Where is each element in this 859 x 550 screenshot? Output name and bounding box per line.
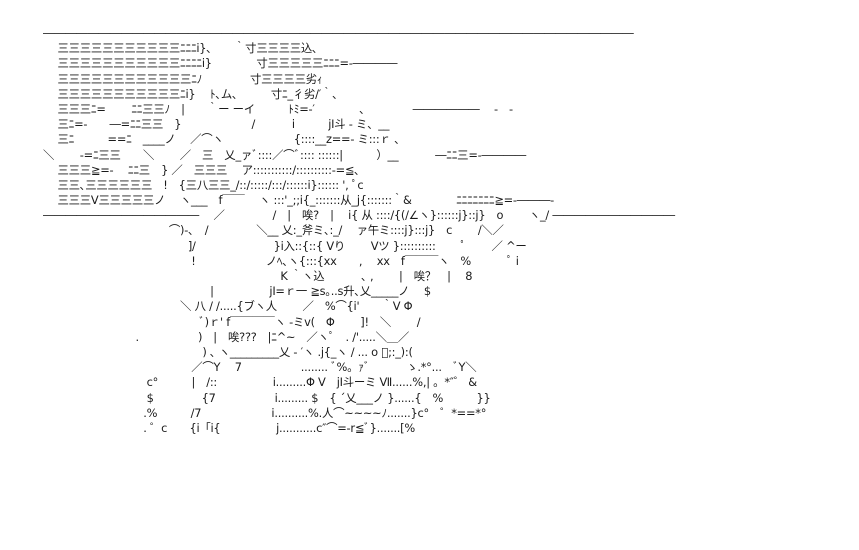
ascii-art-line: ＼ -=ﾆ三三 ＼ ／ 三 乂_ァﾞ::::／⌒ﾞ:::: ::::::| ）_… — [43, 147, 527, 162]
ascii-art-line: . ) | 唉??? |ﾆ^~ ／ヽﾟ . /'.....＼＿／ — [43, 329, 410, 344]
ascii-art-line: ) ､ ヽ_________乂 - ′ヽ .j{_ヽ / ... o ゚;:_)… — [43, 344, 413, 359]
ascii-art-line: .% /7 i..........%.人⌒~~~~ﾉ.......}c° ゜*=… — [43, 405, 487, 420]
ascii-art-line: | jI=ｒ一 ≧s｡..s升､乂_____ノ $ — [43, 284, 431, 299]
ascii-art-line: 三三三V三三三三三ノ ヽ___ f￣￣ ヽ :::'_;;i{_:::::::从… — [43, 193, 555, 208]
ascii-art-line: 三三三三三三三三三三三三ﾆﾉ 寸三三三三劣ｨ — [43, 71, 323, 86]
ascii-art-line: c° | /:: i.........Φ V jI斗ーミ Ⅶ......%,| … — [43, 375, 478, 390]
ascii-art: ――――――――――――――――――――――――――――――――――――――――… — [43, 26, 675, 436]
ascii-art-line: ――――――――――――――――――――――――――――――――――――――――… — [43, 26, 634, 40]
ascii-art-line: 三三三三三三三三三三三ﾆﾆﾆi}､ ｀寸三三三三込､ — [43, 41, 318, 56]
ascii-art-line: ! ノﾍ､ヽ{:::{xx , xx f￣￣￣ヽ % ﾟ i — [43, 253, 519, 268]
ascii-art-line: ―――――――――――――― ／ / | 唉? | i{ 从 ::::/{(/∠… — [43, 208, 675, 223]
ascii-art-line: ／⌒Y 7 ........ ﾞ%。ｧﾞ ゝ.*°... ﾞY＼ — [43, 360, 477, 375]
ascii-art-line: ⌒)-､ / ＼__ 乂:_斧ミ､:_/ ァ午ミ::::j}:::j} c /＼… — [43, 223, 504, 238]
ascii-art-line: ﾞ)ｒ' f￣￣￣￣ヽ -ミv( Φ ]! ＼ / — [43, 314, 421, 329]
ascii-art-line: ＼ 八 / /.....{ブヽ人 ／ %⌒{i' ｀V Φ — [43, 299, 413, 314]
ascii-art-line: 三三三三三三三三三三三ﾆi} ﾄ､ム､ 寸ﾆ_彳劣/′｀､ — [43, 86, 338, 101]
ascii-art-line: 三三､三三三三三三 ! {三八三三_/::/:::::/:::/::::::i}… — [43, 177, 364, 192]
ascii-art-line: ]/ }i入::{::{ Vり Vツ }:::::::::: ﾟ ／ ^ー — [43, 238, 527, 253]
ascii-art-line: 三三三ﾆ= ﾆﾆ三三ﾉ | ｀ー ーイ ﾄﾐ=-′ ､ ―――――― - - — [43, 101, 514, 116]
ascii-art-line: 三三三三三三三三三三三ﾆﾆﾆﾆi} 寸三三三三三ﾆﾆﾆ=-―――― — [43, 56, 398, 71]
ascii-art-line: 三ﾆ ==ﾆ ____ノ ／⌒ヽ {::::__z==- ミ:::ｒ 、 — [43, 132, 406, 147]
ascii-art-line: $ {7 i......... $ { ´乂___ノ }......{ % }} — [43, 390, 491, 405]
ascii-art-line: . ゜c {i「i{ j...........c″⌒=-r≦ﾞ}.......[… — [43, 420, 415, 435]
ascii-art-line: 三ﾆ=- ―=ﾆﾆ三三 } / i jI斗 - ミ、__ — [43, 117, 390, 132]
ascii-art-line: K ｀ヽ込 ､ , | 唉？ | 8 — [43, 269, 473, 283]
ascii-art-line: 三三三≧=- ﾆﾆ三 } ／ 三三三 ア:::::::::::/::::::::… — [43, 162, 360, 177]
